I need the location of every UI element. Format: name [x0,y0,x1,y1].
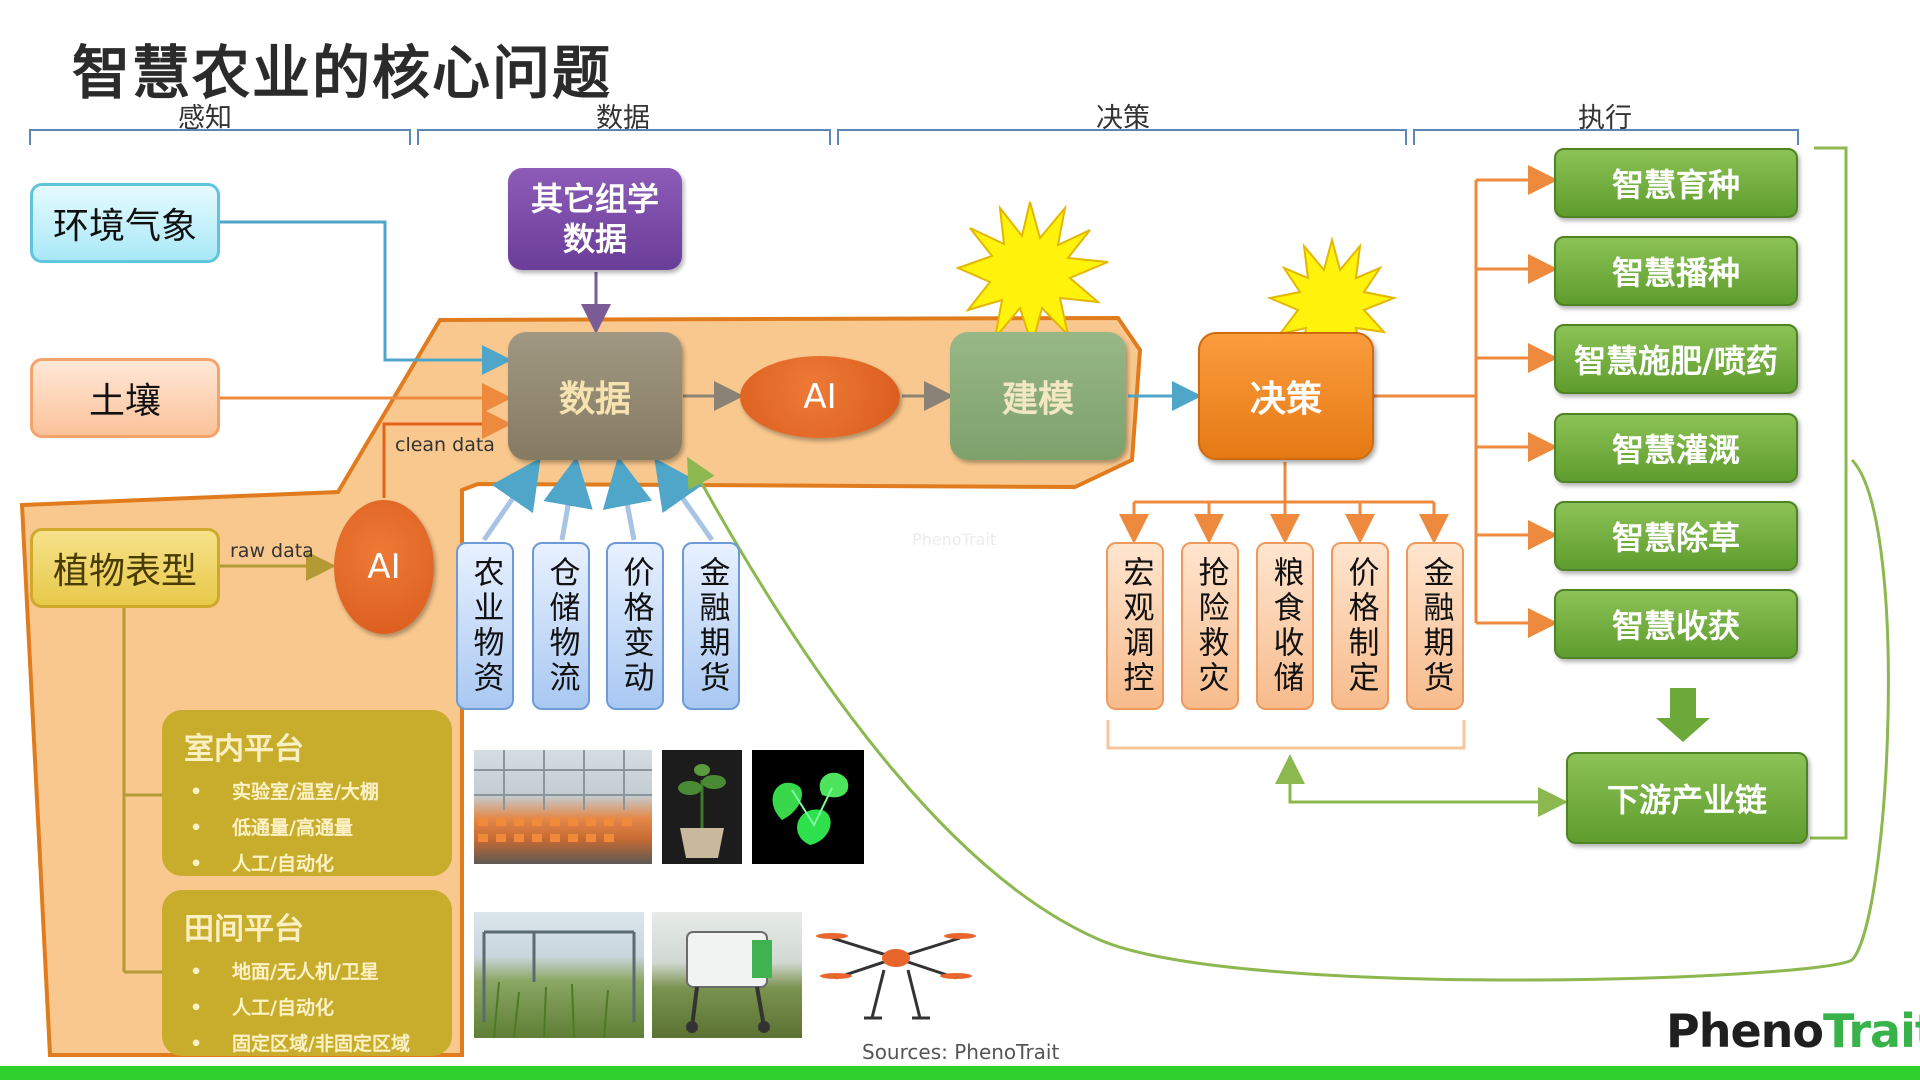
output-text: 宏观调控 [1117,556,1154,696]
indoor-item: 实验室/温室/大棚 [190,774,452,810]
other-omics-node: 其它组学 数据 [508,168,682,270]
data-node: 数据 [508,332,682,460]
phenotype-node: 植物表型 [30,528,220,608]
fluorescence-leaf-art [772,772,849,845]
exec-weeding: 智慧除草 [1554,501,1798,571]
drone-art [816,933,976,1020]
potted-plant-art [678,764,726,858]
source-char: 仓储物流 [543,556,580,696]
indoor-platform-title: 室内平台 [184,732,304,767]
source-finance-futures: 金融期货 [682,542,740,710]
decision-node: 决策 [1198,332,1374,460]
indoor-item: 低通量/高通量 [190,810,452,846]
field-robot-art [686,931,772,1033]
source-arrows [481,456,715,542]
down-arrow [1656,688,1710,742]
feedback-arrows [687,146,1890,982]
decision-output-arrows [1119,462,1449,544]
logo-left: Pheno [1666,1004,1824,1058]
output-macro-control: 宏观调控 [1106,542,1164,710]
phenotype-tree [122,608,165,974]
exec-fertilize-spray: 智慧施肥/喷药 [1554,324,1798,394]
raw-data-label: raw data [230,540,314,562]
other-omics-line-2: 数据 [562,220,627,258]
phenotrait-logo: PhenoTrait [1666,1004,1920,1058]
execution-arrows [1373,165,1558,638]
ai-node: AI [740,356,900,438]
field-platform-title: 田间平台 [184,912,304,947]
source-note: Sources: PhenoTrait [862,1040,1060,1064]
page-title: 智慧农业的核心问题 [72,39,613,107]
phase-brackets [29,129,1799,145]
exec-sowing: 智慧播种 [1554,236,1798,306]
downstream-node: 下游产业链 [1566,752,1808,844]
field-robot-photo [652,912,802,1038]
source-storage-logistics: 仓储物流 [532,542,590,710]
field-platform: 田间平台 地面/无人机/卫星 人工/自动化 固定区域/非固定区域 [162,890,452,1056]
clean-data-label: clean data [395,434,495,456]
environment-node: 环境气象 [30,183,220,263]
phase-data-label: 数据 [596,103,650,134]
exec-breeding: 智慧育种 [1554,148,1798,218]
source-char: 农业物资 [467,556,504,696]
greenhouse-photo-art [474,750,652,842]
output-text: 价格制定 [1342,556,1379,696]
output-text: 金融期货 [1417,556,1454,696]
phase-execute-label: 执行 [1578,103,1632,134]
output-text: 抢险救灾 [1192,556,1229,696]
phase-decide-label: 决策 [1096,103,1150,134]
source-agri-supplies: 农业物资 [456,542,514,710]
logo-right: Trait [1823,1004,1920,1058]
output-text: 粮食收储 [1267,556,1304,696]
output-finance-futures: 金融期货 [1406,542,1464,710]
field-item: 人工/自动化 [190,990,452,1026]
output-price-setting: 价格制定 [1331,542,1389,710]
drone-photo [812,918,980,1028]
potted-plant-photo [662,750,742,864]
watermark: PhenoTrait [912,530,997,549]
fluorescence-leaf-photo [752,750,864,864]
field-item: 地面/无人机/卫星 [190,954,452,990]
exec-harvest: 智慧收获 [1554,589,1798,659]
greenhouse-photo [474,750,652,864]
other-omics-line-1: 其它组学 [530,180,659,218]
model-node: 建模 [950,332,1126,460]
phenotype-ai-node: AI [334,500,434,634]
indoor-item: 人工/自动化 [190,846,452,882]
exec-irrigation: 智慧灌溉 [1554,413,1798,483]
source-char: 价格变动 [617,556,654,696]
output-disaster-relief: 抢险救灾 [1181,542,1239,710]
soil-node: 土壤 [30,358,220,438]
field-gantry-photo [474,912,644,1038]
source-price-change: 价格变动 [606,542,664,710]
field-gantry-art [482,930,636,1038]
phase-sense-label: 感知 [178,103,232,134]
indoor-platform: 室内平台 实验室/温室/大棚 低通量/高通量 人工/自动化 [162,710,452,876]
source-char: 金融期货 [693,556,730,696]
field-item: 固定区域/非固定区域 [190,1026,452,1062]
bottom-bar [0,1066,1920,1080]
output-grain-reserve: 粮食收储 [1256,542,1314,710]
